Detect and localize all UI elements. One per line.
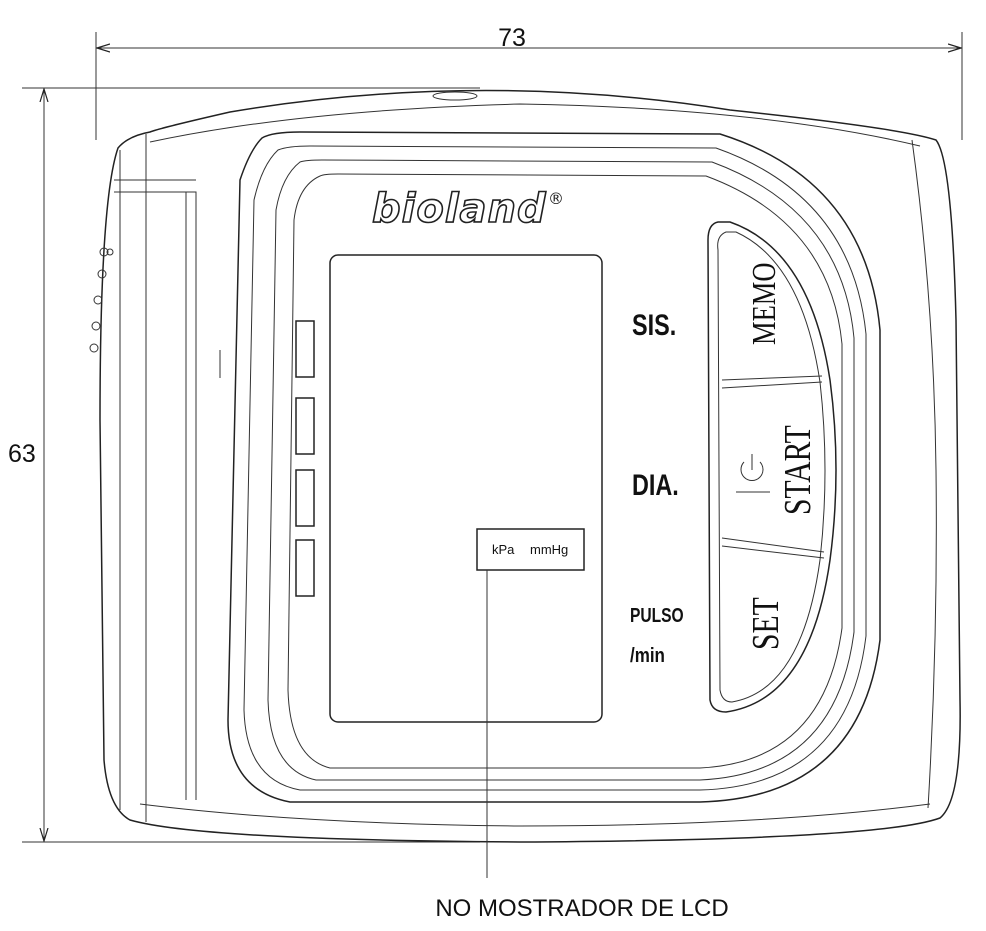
unit-box: kPa mmHg	[476, 528, 585, 878]
diastolic-label: DIA.	[632, 468, 679, 501]
memory-indicators	[295, 320, 315, 597]
memo-label: MEMO	[745, 262, 783, 345]
set-button[interactable]: SET	[746, 597, 787, 650]
height-value: 63	[8, 440, 36, 468]
pulse-label: PULSO	[630, 604, 684, 626]
set-label: SET	[746, 597, 787, 650]
display-labels: SIS. DIA. PULSO /min	[630, 308, 684, 666]
indicator-segment	[295, 320, 315, 378]
button-column	[707, 221, 837, 713]
lcd-screen	[329, 254, 603, 723]
height-dimension: 63	[8, 87, 480, 843]
registered-mark: ®	[548, 189, 564, 208]
indicator-segment	[295, 539, 315, 597]
front-panel	[227, 131, 881, 803]
memo-button[interactable]: MEMO	[721, 262, 823, 389]
power-icon	[736, 454, 770, 493]
brand-name: bioland	[372, 186, 547, 232]
lcd-caption: NO MOSTRADOR DE LCD	[435, 895, 728, 922]
side-notches	[89, 247, 114, 353]
width-value: 73	[498, 24, 526, 52]
brand-logo: bioland ®	[371, 185, 564, 233]
unit-kpa: kPa	[492, 542, 515, 557]
indicator-segment	[295, 397, 315, 455]
start-label: START	[778, 425, 819, 515]
pulse-unit: /min	[630, 644, 665, 667]
indicator-segment	[295, 469, 315, 527]
systolic-label: SIS.	[632, 308, 676, 341]
housing-outline	[89, 89, 961, 843]
width-dimension: 73	[95, 24, 963, 140]
unit-mmhg: mmHg	[530, 542, 568, 557]
start-button[interactable]: START	[721, 425, 825, 559]
